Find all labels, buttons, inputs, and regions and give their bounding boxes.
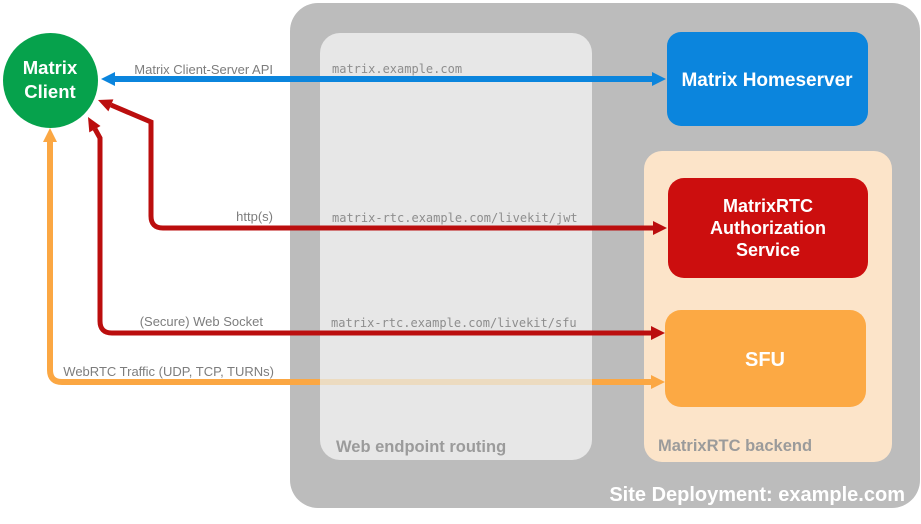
web-endpoint-routing-label: Web endpoint routing <box>336 438 506 456</box>
webrtc-arrowhead-client <box>43 128 57 142</box>
site-deployment-label: Site Deployment: example.com <box>609 484 905 506</box>
websocket-line <box>92 127 653 336</box>
https-label: http(s) <box>236 209 273 224</box>
https-arrowhead-client <box>98 99 114 112</box>
https-arrowhead-authservice <box>653 221 667 235</box>
webrtc-label: WebRTC Traffic (UDP, TCP, TURNs) <box>63 364 274 379</box>
matrix-homeserver-node <box>667 32 868 126</box>
authorization-service-label-line2: Authorization <box>710 218 826 238</box>
webrtc-line-left <box>47 140 320 385</box>
client-server-api-arrowhead-client <box>101 72 115 86</box>
matrix-client-node <box>3 33 98 128</box>
websocket-arrowhead-client <box>88 117 101 133</box>
client-server-api-label: Matrix Client-Server API <box>134 62 273 77</box>
authorization-service-node <box>668 178 868 278</box>
endpoint-url-livekit-jwt: matrix-rtc.example.com/livekit/jwt <box>332 211 578 225</box>
sfu-label: SFU <box>745 349 785 371</box>
authorization-service-label-line3: Service <box>736 240 800 260</box>
client-server-api-arrowhead-homeserver <box>652 72 666 86</box>
websocket-arrowhead-sfu <box>651 326 665 340</box>
endpoint-url-homeserver: matrix.example.com <box>332 62 462 76</box>
sfu-node <box>665 310 866 407</box>
authorization-service-label-line1: MatrixRTC <box>723 196 813 216</box>
matrix-client-label-line1: Matrix <box>23 57 78 78</box>
matrix-client-label-line2: Client <box>24 81 75 102</box>
matrix-homeserver-label: Matrix Homeserver <box>681 70 853 91</box>
https-line <box>110 102 655 231</box>
endpoint-url-livekit-sfu: matrix-rtc.example.com/livekit/sfu <box>331 316 577 330</box>
webrtc-arrowhead-sfu <box>651 375 665 389</box>
matrixrtc-backend-label: MatrixRTC backend <box>658 437 812 455</box>
web-endpoint-routing-container <box>320 33 592 460</box>
websocket-label: (Secure) Web Socket <box>140 314 264 329</box>
